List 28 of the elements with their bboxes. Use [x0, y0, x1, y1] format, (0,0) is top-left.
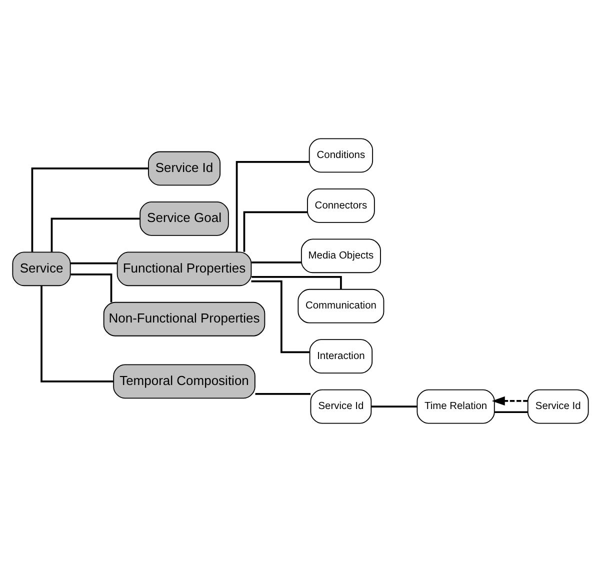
- node-box: Functional Properties: [116, 251, 252, 286]
- node-box: Connectors: [307, 188, 375, 222]
- node-box: Service: [12, 251, 71, 286]
- node-box: Service Id: [527, 388, 589, 424]
- connector: [236, 160, 310, 252]
- connector: [70, 273, 112, 302]
- node-box: Media Objects: [300, 238, 381, 273]
- node-box: Temporal Composition: [113, 364, 256, 398]
- connector: [255, 392, 311, 394]
- node-box: Service Id: [310, 388, 372, 424]
- connector: [70, 262, 118, 264]
- connector: [31, 167, 148, 252]
- connector: [252, 276, 342, 289]
- arrow: [492, 396, 528, 406]
- connector: [40, 285, 114, 382]
- node-box: Non-Functional Properties: [103, 301, 266, 336]
- node-box: Communication: [298, 288, 384, 323]
- connector: [371, 405, 417, 407]
- node-box: Conditions: [308, 138, 374, 172]
- connector: [243, 210, 308, 252]
- connector: [251, 280, 310, 353]
- node-box: Service Goal: [140, 201, 229, 236]
- connector: [252, 260, 302, 263]
- node-box: Interaction: [309, 338, 373, 374]
- node-box: Service Id: [148, 150, 221, 186]
- node-box: Time Relation: [416, 388, 495, 424]
- connector: [494, 410, 528, 413]
- connector: [50, 217, 140, 252]
